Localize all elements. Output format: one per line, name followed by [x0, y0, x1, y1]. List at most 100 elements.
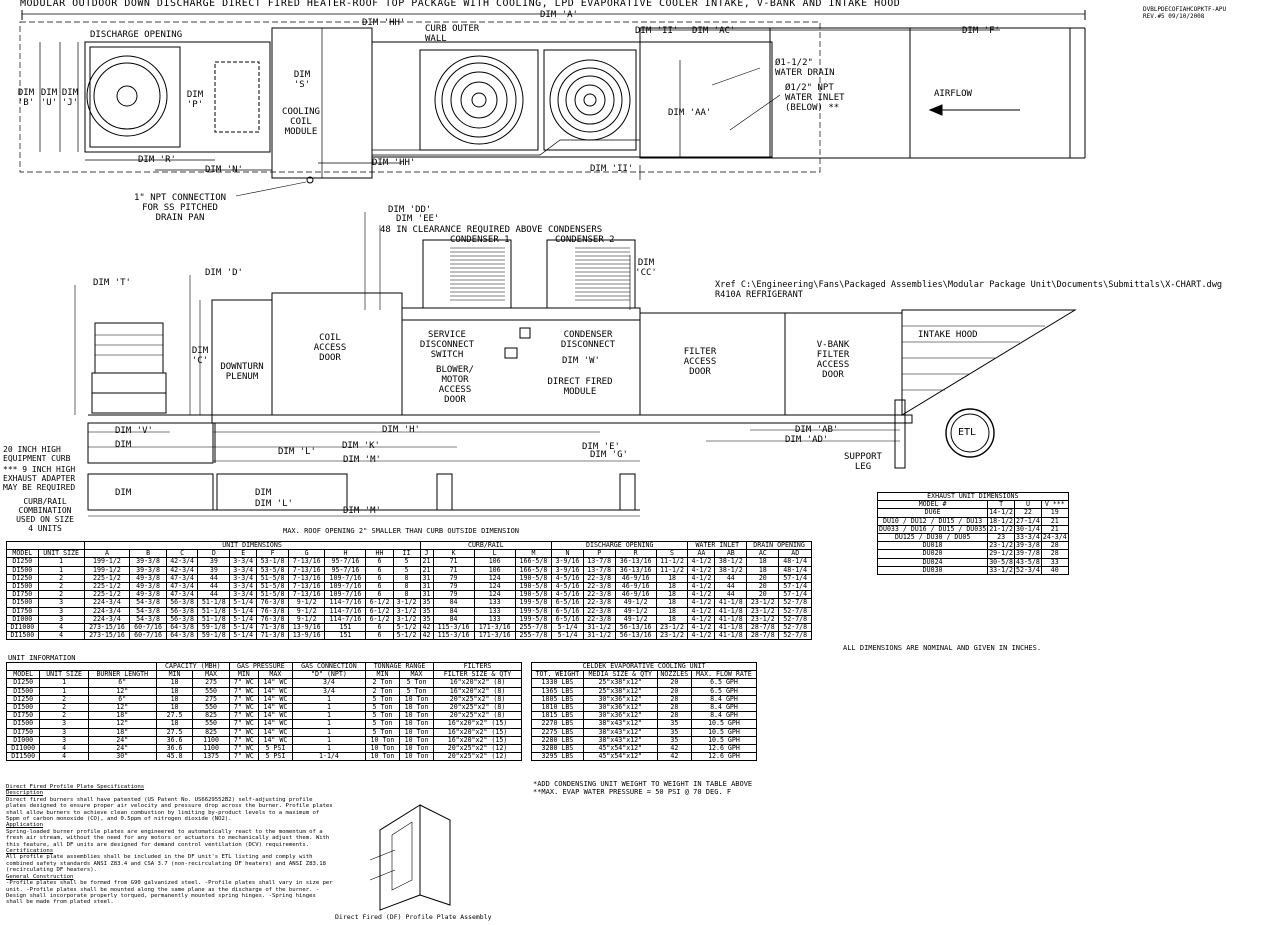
dim-hh-bottom: DIM 'HH'	[372, 158, 416, 168]
dim-cc: DIM'CC'	[635, 258, 657, 278]
dim-j-curb-2: DIM	[255, 488, 272, 498]
table-cell: 60-7/16	[129, 631, 167, 641]
dim-c: DIM'C'	[191, 346, 209, 366]
table-cell: 7" WC	[228, 678, 259, 688]
table-cell: 28-7/8	[746, 631, 780, 641]
table-cell: 21	[419, 557, 434, 567]
table-cell: 48-1/4	[778, 557, 812, 567]
discharge-fan-icon	[86, 55, 168, 137]
table-cell: 40	[1040, 565, 1069, 576]
table-cell: 115-3/16	[432, 631, 475, 641]
table-cell: 52-7/8	[778, 598, 812, 608]
table-cell: 9-1/2	[287, 598, 326, 608]
celdek-note-2: **MAX. EVAP WATER PRESSURE = 50 PSI @ 70…	[533, 788, 732, 796]
table-cell: 5 Ton	[398, 678, 435, 688]
table-cell: 12"	[87, 719, 157, 729]
spec-text: Direct fired burners shall have patented…	[6, 796, 333, 823]
table-cell: 6	[365, 557, 394, 567]
table-cell: 16"x20"x2" (15)	[433, 719, 522, 729]
table-cell: DISCHARGE OPENING	[551, 540, 689, 551]
dim-ii-top: DIM 'II'	[635, 26, 679, 36]
table-title-row: EXHAUST UNIT DIMENSIONS	[877, 491, 1069, 502]
table-cell: DI250	[6, 557, 39, 567]
etl-logo	[945, 408, 995, 458]
table-cell: 4-1/2	[687, 557, 716, 567]
table-cell: 273-15/16	[83, 631, 131, 641]
table-cell: 52-3/4	[1014, 565, 1042, 576]
dim-j-plan: DIM'J'	[61, 88, 79, 108]
condenser-2-label: CONDENSER 2	[555, 235, 615, 245]
etl-text: ETL	[958, 427, 977, 438]
table-cell: UNIT DIMENSIONS	[83, 540, 421, 551]
table-cell: 133	[473, 598, 516, 608]
table-cell: 45"x54"x12"	[582, 752, 658, 762]
table-cell: 38-1/2	[714, 557, 748, 567]
dim-ee: DIM 'EE'	[396, 214, 440, 224]
table-cell: 41-1/8	[714, 598, 748, 608]
table-cell: 7" WC	[228, 719, 259, 729]
dim-l: DIM 'L'	[278, 447, 316, 457]
dim-ii-bottom: DIM 'II'	[590, 164, 634, 174]
table-cell: 255-7/8	[514, 631, 553, 641]
table-cell: 10 Ton	[364, 752, 400, 762]
dim-k: DIM 'K'	[342, 441, 380, 451]
table-cell: 64-3/8	[165, 631, 199, 641]
table-cell: 23-1/2	[746, 598, 780, 608]
table-cell: 550	[192, 719, 230, 729]
table-cell: 166-5/8	[514, 557, 553, 567]
dim-f: DIM 'F'	[962, 26, 1000, 36]
profile-plate-specs: Direct Fired Profile Plate Specification…	[6, 784, 336, 906]
dim-p: DIM'P'	[186, 90, 204, 110]
table-cell: 18	[155, 719, 194, 729]
dim-w: DIM 'W'	[562, 356, 600, 366]
table-cell: TONNAGE RANGE	[364, 661, 435, 672]
dim-m: DIM 'M'	[343, 455, 381, 465]
table-cell: 224-3/4	[83, 598, 131, 608]
table-cell: DI500	[5, 719, 41, 729]
table-cell: 7" WC	[228, 752, 259, 762]
table-cell: 14-1/2	[987, 508, 1016, 518]
table-cell: 2 Ton	[364, 678, 400, 688]
spec-text: -Profile plates shall be formed from G90…	[6, 880, 333, 906]
table-cell: 28	[1040, 549, 1069, 559]
table-cell: 3295 LBS	[531, 752, 584, 762]
table-cell: 4-1/2	[687, 631, 716, 641]
dim-d: DIM 'D'	[205, 268, 243, 278]
dim-h: DIM 'H'	[382, 425, 420, 435]
unit-info-title: UNIT INFORMATION	[8, 654, 76, 662]
table-cell: 71-3/8	[256, 631, 289, 641]
table-cell: 5-1/4	[229, 631, 258, 641]
table-cell: 16"x20"x2" (8)	[433, 678, 522, 688]
table-cell: 5 PSI	[257, 752, 293, 762]
table-cell: 35	[656, 719, 692, 729]
table-cell: 4	[37, 631, 85, 641]
table-cell: 1	[37, 557, 85, 567]
table-cell: 42-3/4	[165, 557, 199, 567]
table-cell: 199-5/8	[514, 598, 553, 608]
dim-dd: DIM 'DD'	[388, 205, 432, 215]
table-cell: 14" WC	[257, 719, 293, 729]
table-cell: 3/4	[291, 678, 366, 688]
refrigerant-label: R410A REFRIGERANT	[715, 290, 803, 300]
table-cell: 199-1/2	[83, 557, 131, 567]
